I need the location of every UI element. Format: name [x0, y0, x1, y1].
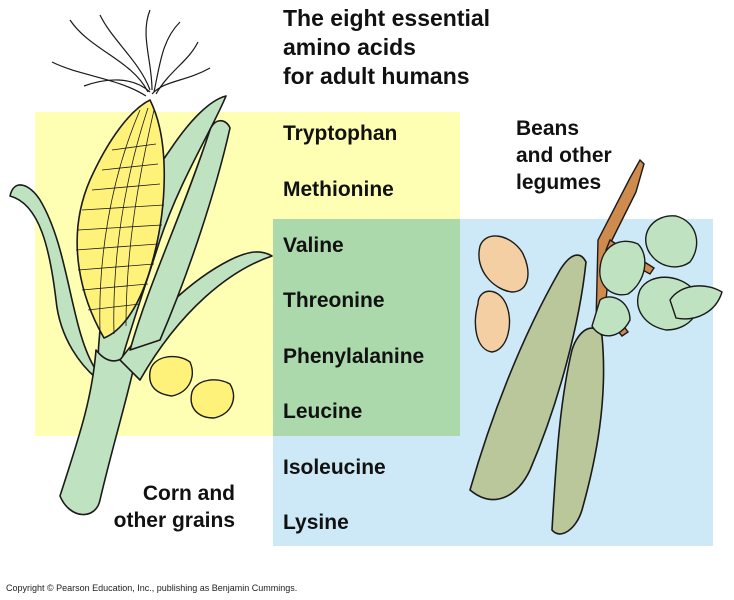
bean-pod-icon	[469, 254, 605, 535]
title-line-1: The eight essential	[283, 5, 491, 31]
amino-acid-leucine: Leucine	[283, 400, 363, 423]
amino-acid-methionine: Methionine	[283, 178, 394, 201]
overlap-region	[273, 219, 460, 436]
amino-acid-threonine: Threonine	[283, 289, 385, 312]
beans-label-line-1: Beans	[516, 117, 580, 140]
amino-acid-phenylalanine: Phenylalanine	[283, 345, 425, 368]
diagram-title: The eight essential amino acids for adul…	[283, 4, 603, 91]
copyright-notice: Copyright © Pearson Education, Inc., pub…	[6, 583, 298, 593]
corn-label-line-1: Corn and	[142, 482, 235, 505]
title-line-3: for adult humans	[283, 63, 470, 89]
corn-ear-icon	[9, 9, 273, 516]
corn-label-line-2: other grains	[113, 509, 235, 532]
bean-seed-icon	[474, 235, 529, 353]
corn-kernel-icon	[149, 355, 235, 419]
amino-acid-valine: Valine	[283, 234, 344, 257]
beans-label-line-2: and other	[516, 144, 612, 167]
amino-acid-lysine: Lysine	[283, 511, 349, 534]
amino-acid-isoleucine: Isoleucine	[283, 456, 386, 479]
bean-leaf-icon	[591, 215, 723, 337]
beans-label: Beans and other legumes	[516, 115, 612, 196]
corn-label: Corn and other grains	[88, 480, 235, 534]
beans-label-line-3: legumes	[516, 171, 602, 194]
amino-acid-tryptophan: Tryptophan	[283, 122, 398, 145]
title-line-2: amino acids	[283, 34, 416, 60]
